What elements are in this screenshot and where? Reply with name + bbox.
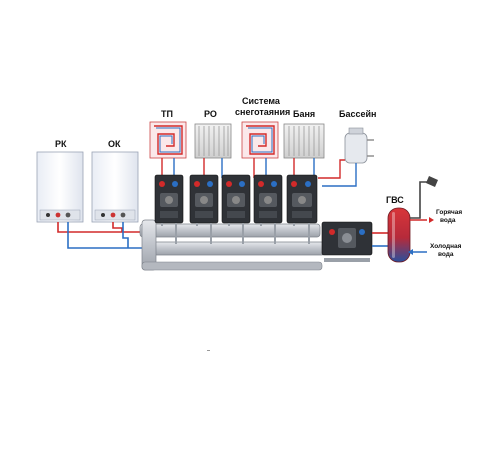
pool-heat-exchanger-icon (344, 127, 374, 164)
label-gvs: ГВС (386, 195, 404, 205)
label-banya: Баня (293, 109, 315, 119)
label-cold-water-2: вода (438, 251, 454, 258)
hot-water-tank-icon (387, 207, 411, 263)
arrow-icon (408, 249, 413, 255)
label-pool: Бассейн (339, 109, 376, 119)
dhw-pipes (372, 232, 388, 247)
radiator-icon (194, 123, 232, 159)
module-manifold-pipes (161, 223, 310, 244)
radiator-ro (194, 123, 232, 159)
floor-heating-tp (149, 121, 187, 159)
pump-module-icon (189, 174, 219, 224)
label-hot-water-1: Горячая (436, 209, 462, 216)
stray-mark (207, 350, 210, 351)
label-snow-line1: Система (242, 96, 281, 106)
label-tp: ТП (161, 109, 173, 119)
pump-module-icon (154, 174, 184, 224)
label-snow-line2: снеготаяния (235, 107, 290, 117)
manifold-icon (139, 219, 326, 271)
label-ro: РО (204, 109, 217, 119)
shower-head-icon (410, 176, 438, 219)
boiler-ok (91, 151, 139, 223)
radiator-banya (283, 123, 325, 159)
water-lines (408, 217, 434, 255)
boiler-pipes (57, 222, 150, 249)
floor-heating-coil-icon (241, 121, 279, 159)
arrow-icon (429, 217, 434, 223)
dhw-pump-module (321, 221, 373, 262)
snow-melting-coil (241, 121, 279, 159)
consumer-pipes (161, 158, 357, 187)
label-ok: ОК (108, 139, 121, 149)
label-hot-water-2: вода (440, 217, 456, 224)
label-rk: РК (55, 139, 67, 149)
pump-module-icon (286, 174, 318, 224)
floor-heating-coil-icon (149, 121, 187, 159)
boiler-rk (36, 151, 84, 223)
pump-module-icon (221, 174, 251, 224)
pump-module-icon (253, 174, 283, 224)
pump-modules (154, 174, 318, 224)
label-cold-water-1: Холодная (430, 243, 462, 250)
